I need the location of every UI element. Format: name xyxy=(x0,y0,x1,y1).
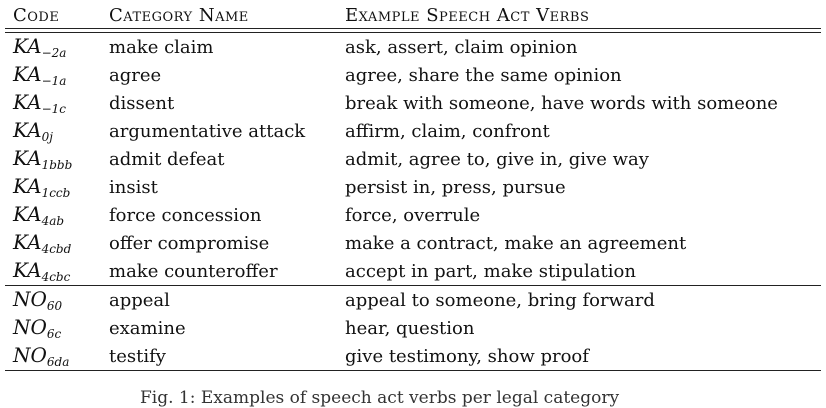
code-cell: NO6da xyxy=(5,342,101,371)
table-body: KA−2a make claim ask, assert, claim opin… xyxy=(5,33,821,371)
verbs-cell: ask, assert, claim opinion xyxy=(345,36,578,58)
code-subscript: 4ab xyxy=(41,214,65,228)
table-row: KA4ab force concession force, overrule xyxy=(5,201,821,229)
table-row: KA1ccb insist persist in, press, pursue xyxy=(5,173,821,201)
code-cell: NO60 xyxy=(5,285,101,314)
table-row: KA0j argumentative attack affirm, claim,… xyxy=(5,117,821,145)
table-row: KA1bbb admit defeat admit, agree to, giv… xyxy=(5,145,821,173)
verbs-cell: agree, share the same opinion xyxy=(345,64,622,86)
table-row: KA4cbd offer compromise make a contract,… xyxy=(5,229,821,257)
table-row: KA−1c dissent break with someone, have w… xyxy=(5,89,821,117)
code-base: KA xyxy=(13,118,42,142)
category-cell: insist xyxy=(109,176,158,198)
verbs-cell: give testimony, show proof xyxy=(337,342,821,371)
verbs-cell: admit, agree to, give in, give way xyxy=(345,148,649,170)
code-base: KA xyxy=(13,230,42,254)
category-cell: argumentative attack xyxy=(109,120,306,142)
code-subscript: 0j xyxy=(41,130,53,144)
code-cell: KA4ab xyxy=(5,201,101,229)
code-subscript: 4cbc xyxy=(41,270,71,284)
verbs-cell: persist in, press, pursue xyxy=(345,176,566,198)
code-cell: KA0j xyxy=(5,117,101,145)
table-row: NO6c examine hear, question xyxy=(5,314,821,342)
code-cell: KA1bbb xyxy=(5,145,101,173)
code-base: KA xyxy=(13,90,42,114)
verbs-cell: make a contract, make an agreement xyxy=(345,232,687,254)
category-cell: testify xyxy=(101,342,337,371)
table-row: NO6da testify give testimony, show proof xyxy=(5,342,821,371)
category-cell: examine xyxy=(109,317,186,339)
verbs-cell: accept in part, make stipulation xyxy=(345,260,636,282)
verbs-cell: hear, question xyxy=(345,317,475,339)
category-cell: make claim xyxy=(109,36,214,58)
table-header-row: Code Category Name Example Speech Act Ve… xyxy=(5,2,821,29)
speech-act-table: Code Category Name Example Speech Act Ve… xyxy=(5,2,821,371)
code-cell: NO6c xyxy=(5,314,101,342)
header-category-name: Category Name xyxy=(101,2,337,29)
verbs-cell: appeal to someone, bring forward xyxy=(337,285,821,314)
code-cell: KA4cbd xyxy=(5,229,101,257)
code-base: KA xyxy=(13,34,42,58)
header-example-verbs: Example Speech Act Verbs xyxy=(337,2,821,29)
code-base: KA xyxy=(13,202,42,226)
code-cell: KA4cbc xyxy=(5,257,101,286)
code-cell: KA−2a xyxy=(5,33,101,62)
table-row: KA4cbc make counteroffer accept in part,… xyxy=(5,257,821,286)
table-row: KA−2a make claim ask, assert, claim opin… xyxy=(5,33,821,62)
code-subscript: 4cbd xyxy=(41,242,72,256)
code-cell: KA−1c xyxy=(5,89,101,117)
code-subscript: −1c xyxy=(41,102,66,116)
code-subscript: 60 xyxy=(46,299,63,313)
code-base: NO xyxy=(13,343,47,367)
category-cell: appeal xyxy=(101,285,337,314)
category-cell: force concession xyxy=(109,204,262,226)
category-cell: admit defeat xyxy=(109,148,225,170)
speech-act-table-container: Code Category Name Example Speech Act Ve… xyxy=(5,2,821,371)
code-base: KA xyxy=(13,62,42,86)
table-row: KA−1a agree agree, share the same opinio… xyxy=(5,61,821,89)
code-cell: KA−1a xyxy=(5,61,101,89)
code-subscript: 1bbb xyxy=(41,158,73,172)
code-base: KA xyxy=(13,258,42,282)
code-subscript: 6c xyxy=(46,327,62,341)
header-code: Code xyxy=(5,2,101,29)
verbs-cell: break with someone, have words with some… xyxy=(345,92,778,114)
table-row: NO60 appeal appeal to someone, bring for… xyxy=(5,285,821,314)
category-cell: agree xyxy=(109,64,162,86)
code-base: NO xyxy=(13,315,47,339)
verbs-cell: force, overrule xyxy=(345,204,481,226)
code-subscript: −1a xyxy=(41,74,67,88)
category-cell: offer compromise xyxy=(109,232,270,254)
category-cell: make counteroffer xyxy=(109,260,278,282)
code-base: NO xyxy=(13,287,47,311)
figure-caption: Fig. 1: Examples of speech act verbs per… xyxy=(140,388,620,408)
category-cell: dissent xyxy=(109,92,175,114)
code-base: KA xyxy=(13,146,42,170)
code-subscript: 1ccb xyxy=(41,186,71,200)
verbs-cell: affirm, claim, confront xyxy=(345,120,550,142)
code-subscript: 6da xyxy=(46,355,70,369)
code-base: KA xyxy=(13,174,42,198)
header-double-rule xyxy=(5,28,821,33)
code-cell: KA1ccb xyxy=(5,173,101,201)
code-subscript: −2a xyxy=(41,46,67,60)
